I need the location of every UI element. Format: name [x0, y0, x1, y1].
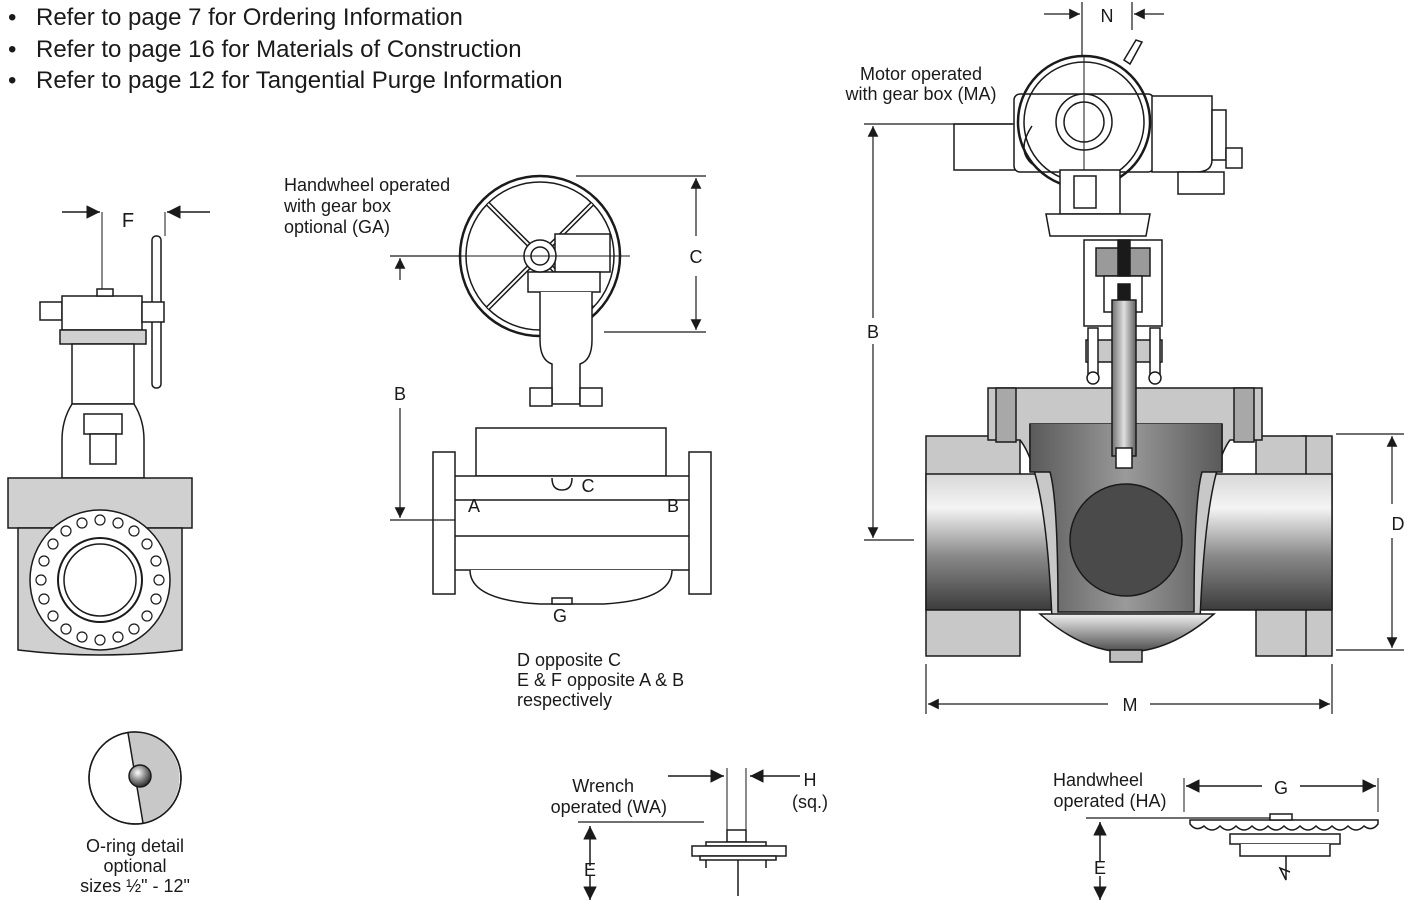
dim-b-port-label: B [667, 496, 679, 516]
dim-b-ma-label: B [867, 322, 879, 342]
opposite-note-2: E & F opposite A & B [517, 670, 684, 690]
ga-label-1: Handwheel operated [284, 175, 450, 195]
opposite-note-3: respectively [517, 690, 612, 710]
opposite-note-1: D opposite C [517, 650, 621, 670]
ga-dimensions [390, 175, 706, 521]
dim-g-ha-label: G [1274, 778, 1288, 798]
ha-label-1: Handwheel [1053, 770, 1143, 790]
ma-label-2: with gear box (MA) [844, 84, 996, 104]
reference-notes: Refer to page 7 for Ordering Information… [8, 2, 563, 97]
oring-label-3: sizes ½" - 12" [80, 876, 190, 896]
ma-label-1: Motor operated [860, 64, 982, 84]
wa-label-2: operated (WA) [551, 797, 667, 817]
dim-c-port-label: C [582, 476, 595, 496]
h-sq-label-2: (sq.) [792, 792, 828, 812]
dim-c-ga-label: C [690, 247, 703, 267]
ga-label-2: with gear box [283, 196, 391, 216]
dim-d-label: D [1392, 514, 1405, 534]
handwheel-detail [1086, 778, 1379, 900]
dim-e-ha-label: E [1094, 858, 1106, 878]
wa-label-1: Wrench [572, 776, 634, 796]
dim-e-wa-label: E [584, 860, 596, 880]
ma-section-view [925, 39, 1333, 663]
side-view [7, 205, 210, 656]
wrench-detail [578, 768, 800, 900]
oring-detail [88, 731, 182, 825]
oring-label-1: O-ring detail [86, 836, 184, 856]
note-purge: Refer to page 12 for Tangential Purge In… [8, 65, 563, 97]
dim-n-label: N [1101, 6, 1114, 26]
oring-ball-icon [128, 764, 152, 788]
note-materials: Refer to page 16 for Materials of Constr… [8, 34, 563, 66]
note-ordering: Refer to page 7 for Ordering Information [8, 2, 563, 34]
ga-view [432, 174, 712, 605]
ga-label-3: optional (GA) [284, 217, 390, 237]
dim-m-label: M [1123, 695, 1138, 715]
ma-dimensions [864, 2, 1404, 714]
ha-label-2: operated (HA) [1053, 791, 1166, 811]
h-sq-label-1: H [804, 770, 817, 790]
dim-a-label: A [468, 496, 480, 516]
dim-b-ga-label: B [394, 384, 406, 404]
dim-g-port-label: G [553, 606, 567, 626]
oring-label-2: optional [103, 856, 166, 876]
dim-f-label: F [122, 210, 134, 232]
